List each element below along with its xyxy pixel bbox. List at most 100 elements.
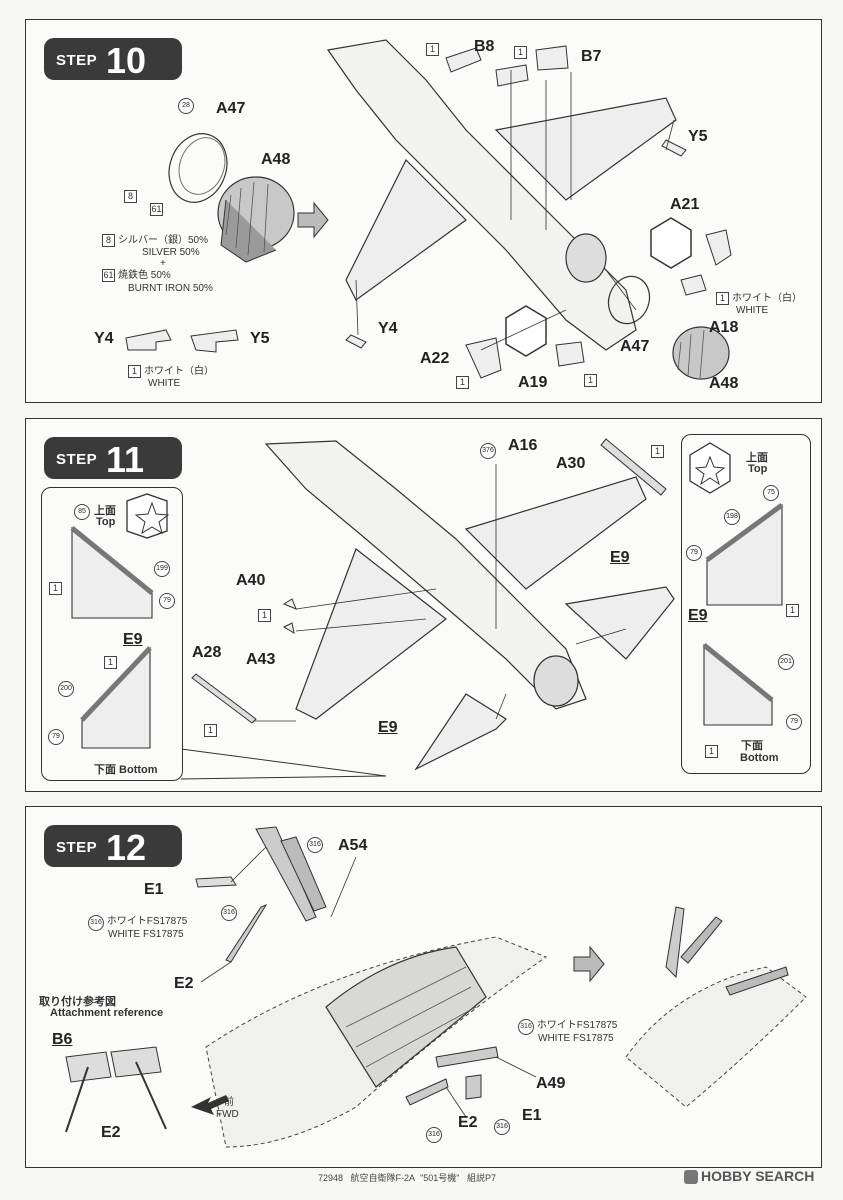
callout-316e: 316 (426, 1127, 442, 1143)
footer-page: 組説P7 (467, 1173, 497, 1183)
callout-1-b8: 1 (426, 43, 442, 56)
step-11-badge: STEP 11 (44, 437, 182, 480)
attachment-ref-jp: 取り付け参考図 (39, 996, 116, 1008)
part-e2-ref: E2 (101, 1124, 121, 1141)
part-a48-right: A48 (709, 375, 739, 392)
part-y5: Y5 (688, 128, 708, 145)
step-11-panel: STEP 11 (25, 418, 822, 792)
part-y4: Y4 (378, 320, 398, 337)
part-a40: A40 (236, 572, 266, 589)
callout-200: 200 (58, 681, 74, 697)
paint-white-2-en: WHITE FS17875 (538, 1033, 614, 1044)
callout-199: 199 (154, 561, 170, 577)
part-a19: A19 (518, 374, 548, 391)
paint-white-a18-en: WHITE (736, 305, 769, 316)
part-a28: A28 (192, 644, 222, 661)
part-e9-left: E9 (123, 631, 143, 648)
callout-1-top: 1 (49, 582, 65, 595)
watermark-icon (684, 1170, 698, 1185)
footer-name: "501号機" (420, 1173, 460, 1183)
step-12-drawing (65, 826, 807, 1148)
callout-1-bottom-right: 1 (705, 745, 721, 758)
view-bottom: 下面 Bottom (94, 764, 158, 776)
part-y4-bottom: Y4 (94, 330, 114, 347)
part-a16: A16 (508, 437, 538, 454)
callout-316a: 316 (307, 837, 323, 853)
callout-201: 201 (778, 654, 794, 670)
paint-white-2: 316 ホワイトFS17875 (518, 1019, 617, 1035)
callout-61: 61 (150, 203, 163, 216)
step-number: 10 (106, 40, 147, 81)
paint-burnt-en: BURNT IRON 50% (128, 283, 213, 294)
view-top-jp: 上面 (94, 505, 116, 517)
callout-1-a40: 1 (258, 609, 274, 622)
step-word: STEP (56, 451, 98, 468)
part-e9-bottom: E9 (378, 719, 398, 736)
part-e2-bottom: E2 (458, 1114, 478, 1131)
view-bottom-en-right: Bottom (740, 752, 779, 764)
part-a22: A22 (420, 350, 450, 367)
callout-1-a28: 1 (204, 724, 220, 737)
part-e9-top: E9 (610, 549, 630, 566)
part-e1: E1 (144, 881, 164, 898)
view-top-en: Top (96, 516, 116, 528)
callout-79b: 79 (48, 729, 64, 745)
part-e9-right: E9 (688, 607, 708, 624)
paint-white-y-en: WHITE (148, 378, 181, 389)
callout-79: 79 (159, 593, 175, 609)
view-top-en-right: Top (748, 463, 768, 475)
step-12-badge: STEP 12 (44, 825, 182, 868)
part-a47-right: A47 (620, 338, 650, 355)
part-a48: A48 (261, 151, 291, 168)
part-a49: A49 (536, 1075, 566, 1092)
callout-75: 75 (763, 485, 779, 501)
fwd-en: FWD (216, 1109, 239, 1120)
paint-white-1: 316 ホワイトFS17875 (88, 915, 187, 931)
callout-1-right: 1 (786, 604, 802, 617)
callout-85: 85 (74, 504, 90, 520)
view-bottom-jp-right: 下面 (741, 740, 763, 752)
part-a43: A43 (246, 651, 276, 668)
part-b7: B7 (581, 48, 602, 65)
part-a54: A54 (338, 837, 368, 854)
attachment-ref-en: Attachment reference (50, 1007, 164, 1019)
callout-198: 198 (724, 509, 740, 525)
left-inset (41, 487, 183, 781)
callout-79d: 79 (786, 714, 802, 730)
step-10-panel: STEP 10 (25, 19, 822, 403)
part-b8: B8 (474, 38, 495, 55)
callout-1-e9: 1 (104, 656, 120, 669)
callout-316f: 316 (494, 1119, 510, 1135)
callout-1-a30: 1 (651, 445, 667, 458)
part-a18: A18 (709, 319, 739, 336)
callout-1-b7: 1 (514, 46, 530, 59)
fwd-jp: 前 (224, 1097, 234, 1108)
paint-silver-en: SILVER 50% (142, 247, 200, 258)
part-a21: A21 (670, 196, 700, 213)
footer-title: 航空自衛隊F-2A (350, 1173, 416, 1183)
part-a30: A30 (556, 455, 586, 472)
callout-376: 376 (480, 443, 496, 459)
paint-white-1-en: WHITE FS17875 (108, 929, 184, 940)
footer: 72948 航空自衛隊F-2A "501号機" 組説P7 (318, 1171, 496, 1184)
step-10-drawing (125, 39, 732, 380)
callout-1-a19: 1 (584, 374, 600, 387)
part-y5-bottom: Y5 (250, 330, 270, 347)
part-e1-bottom: E1 (522, 1107, 542, 1124)
part-e2: E2 (174, 975, 194, 992)
step-word: STEP (56, 839, 98, 856)
step-11-drawing (180, 438, 692, 780)
step-word: STEP (56, 52, 98, 69)
view-top-jp-right: 上面 (746, 452, 768, 464)
part-a47: A47 (216, 100, 246, 117)
footer-code: 72948 (318, 1173, 344, 1183)
watermark-logo: HOBBY SEARCH (684, 1168, 814, 1185)
part-b6: B6 (52, 1031, 73, 1048)
step-12-panel: STEP 12 (25, 806, 822, 1168)
paint-plus: + (160, 258, 166, 269)
step-number: 11 (106, 439, 145, 480)
